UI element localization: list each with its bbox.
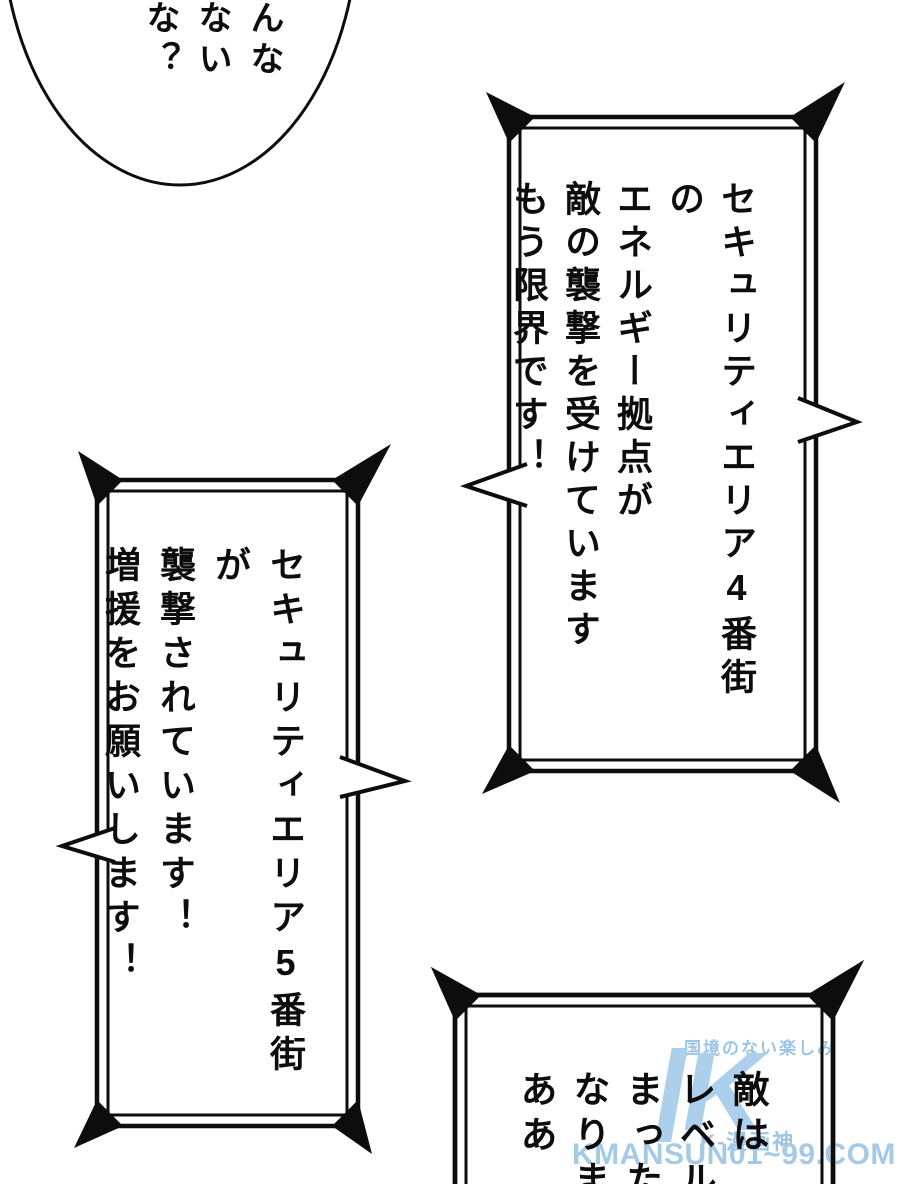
watermark-tagline: 国境のない楽しみ xyxy=(684,1039,836,1058)
watermark-domain: KMANSUN01~99.COM xyxy=(572,1138,896,1171)
watermark-logo-subtext: K-漫画神 xyxy=(700,1131,796,1154)
